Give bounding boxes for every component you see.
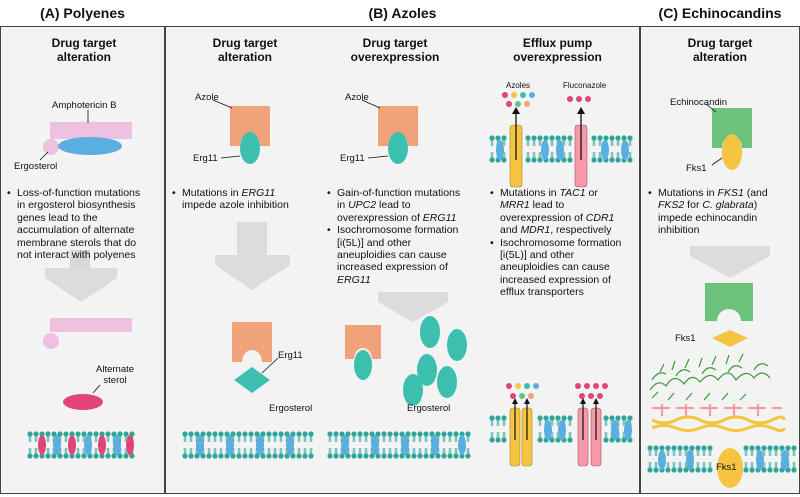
efflux-pump-bottom: [506, 383, 608, 467]
echinocandin-fks1-bound: [705, 103, 752, 170]
amphotericin-b-unbound: [50, 318, 132, 332]
label-ergosterol-c: Ergosterol: [407, 403, 451, 414]
sterol-oval: [68, 435, 76, 455]
label-erg11-a: Erg11: [193, 153, 218, 164]
sterol-oval: [401, 435, 409, 455]
label-erg11-c: Erg11: [278, 350, 303, 361]
sterol-oval: [38, 435, 46, 455]
echinocandin-unbound: [705, 283, 753, 321]
sterol-oval: [541, 140, 549, 160]
label-erg11-b: Erg11: [340, 153, 365, 164]
sterol-oval: [84, 435, 92, 455]
arrow-azole-alteration: [215, 255, 290, 290]
sterol-oval: [53, 435, 61, 455]
sterol-oval: [98, 435, 106, 455]
sterol-oval: [126, 435, 134, 455]
label-fluconazole: Fluconazole: [563, 81, 607, 90]
ergosterol-head-shape: [43, 139, 59, 155]
label-azole-a: Azole: [195, 92, 219, 103]
cell-wall-mannan: [651, 415, 786, 432]
cell-wall-chitin: [652, 404, 782, 416]
label-azole-b: Azole: [345, 92, 369, 103]
sterol-oval: [558, 420, 566, 440]
label-fks1-b: Fks1: [675, 333, 696, 344]
arrow-azole-overexpression: [378, 292, 448, 322]
sterol-oval: [341, 435, 349, 455]
sterol-oval: [496, 140, 504, 160]
azole-unbound: [232, 322, 272, 362]
amphotericin-b-shape: [50, 122, 132, 139]
erg11-altered: [234, 367, 270, 393]
sterol-oval: [658, 450, 666, 470]
label-ergosterol-b: Ergosterol: [269, 403, 313, 414]
sterol-oval: [371, 435, 379, 455]
amphotericin-complex: [39, 110, 132, 161]
sterol-oval: [556, 140, 564, 160]
header-echinocandins: (C) Echinocandins: [658, 5, 782, 21]
sterol-oval: [256, 435, 264, 455]
sterol-oval: [544, 420, 552, 440]
sterol-oval: [113, 435, 121, 455]
label-echinocandin: Echinocandin: [670, 97, 728, 108]
alternate-sterol-shape: [63, 394, 103, 410]
arrow-polyenes-shape: [45, 268, 117, 302]
fks1-membrane-shape: [717, 448, 743, 488]
bullet-item: Isochromosome formation[i(5L)] and other…: [490, 237, 640, 299]
sterol-oval: [601, 140, 609, 160]
sterol-oval: [196, 435, 204, 455]
sterol-oval: [611, 420, 619, 440]
azole-erg11-bound: [212, 99, 270, 164]
header-polyenes: (A) Polyenes: [40, 5, 125, 21]
cell-wall-glucan: [649, 353, 771, 401]
sterol-oval: [226, 435, 234, 455]
arrow-echinocandins: [690, 246, 770, 278]
sterol-oval: [458, 435, 466, 455]
label-amphotericin-b: Amphotericin B: [52, 100, 117, 111]
sterol-oval: [624, 420, 632, 440]
label-fks1-c: Fks1: [716, 462, 737, 473]
header-azoles: (B) Azoles: [368, 5, 437, 21]
label-ergosterol: Ergosterol: [14, 161, 58, 172]
sterol-oval: [621, 140, 629, 160]
sterol-oval: [431, 435, 439, 455]
sterol-oval: [756, 450, 764, 470]
bullet-item: Isochromosome formation[i(5L)] and other…: [327, 224, 482, 286]
label-fks1-a: Fks1: [686, 163, 707, 174]
fks1-altered: [712, 330, 748, 347]
sterol-oval: [286, 435, 294, 455]
azole-erg11-overexpression: [361, 99, 418, 164]
sterol-oval: [686, 450, 694, 470]
label-azoles-top: Azoles: [506, 81, 531, 90]
efflux-pump-top: [502, 92, 591, 188]
sterol-oval: [781, 450, 789, 470]
ergosterol-shape: [58, 137, 122, 155]
